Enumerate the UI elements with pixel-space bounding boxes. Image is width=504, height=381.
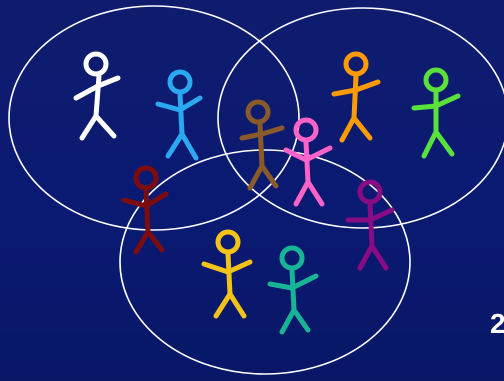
set-a-circle — [9, 6, 299, 230]
stick-figure-brown — [242, 102, 282, 188]
stick-figure-orange — [334, 54, 378, 140]
stick-figure-white — [76, 54, 118, 138]
stick-figure-pink — [286, 120, 330, 204]
stick-figure-green — [414, 70, 458, 156]
stick-figure-teal — [270, 248, 316, 332]
stick-figure-yellow — [204, 232, 250, 316]
edge-text: 2 — [490, 310, 504, 338]
stick-figure-dark-red — [124, 168, 166, 252]
stick-figure-purple — [348, 182, 392, 268]
stick-figure-sky-blue — [158, 72, 200, 158]
